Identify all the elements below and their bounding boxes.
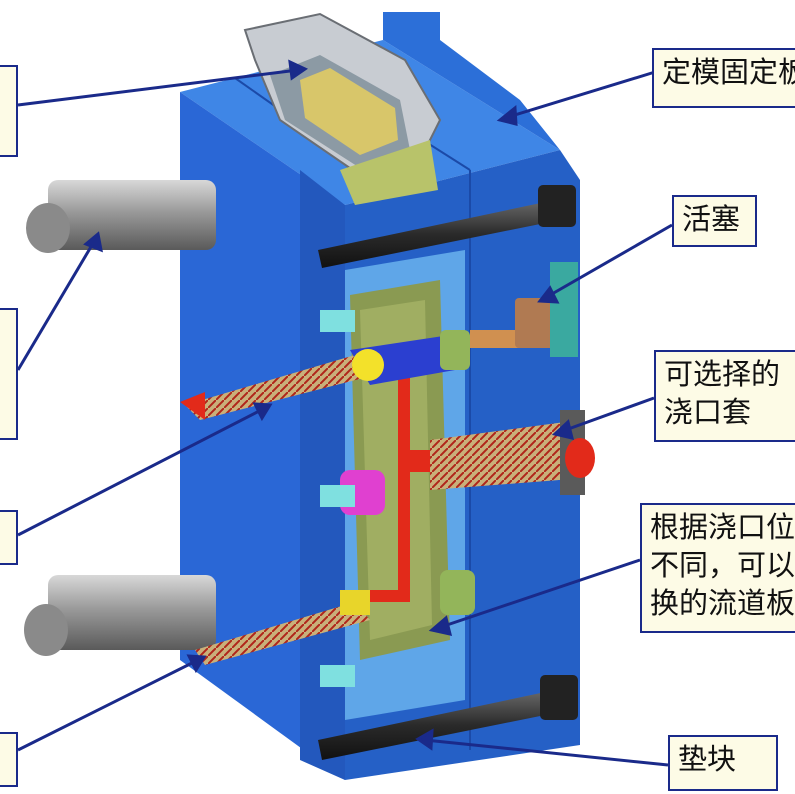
left-callout-1 [0, 65, 18, 157]
green-bushing [440, 570, 475, 615]
guide-pin-lower [24, 575, 216, 656]
callout-optional-sprue: 可选择的 浇口套 [654, 350, 795, 442]
callout-piston-text: 活塞 [682, 202, 741, 236]
callout-spacer-block-text: 垫块 [678, 742, 737, 776]
callout-fixed-plate: 定模固定板 [652, 48, 795, 108]
nozzle-upper [180, 330, 525, 420]
callout-runner-plate-line3: 换的流道板 [650, 586, 795, 620]
cyan-pin-3 [320, 665, 355, 687]
left-callout-2 [0, 308, 18, 440]
leader-lines [16, 59, 673, 767]
callout-fixed-plate-text: 定模固定板 [662, 55, 795, 89]
left-callout-3 [0, 510, 18, 565]
callout-optional-sprue-line1: 可选择的 [664, 357, 781, 391]
top-connector [243, 12, 442, 205]
guide-pin-upper [26, 180, 216, 253]
callout-spacer-block: 垫块 [668, 735, 778, 791]
callout-runner-plate-line2: 不同，可以更 [650, 548, 795, 582]
cyan-pin-1 [320, 310, 355, 332]
callout-piston: 活塞 [672, 195, 757, 247]
cyan-pin-2 [320, 485, 355, 507]
piston [515, 262, 578, 357]
left-callout-4 [0, 732, 18, 787]
nozzle-lower [195, 590, 370, 665]
callout-optional-sprue-line2: 浇口套 [664, 395, 752, 429]
bolt-upper [318, 185, 576, 268]
bolt-lower [318, 675, 578, 760]
callout-runner-plate: 根据浇口位置 不同，可以更 换的流道板 [640, 503, 795, 633]
callout-runner-plate-line1: 根据浇口位置 [650, 510, 795, 544]
